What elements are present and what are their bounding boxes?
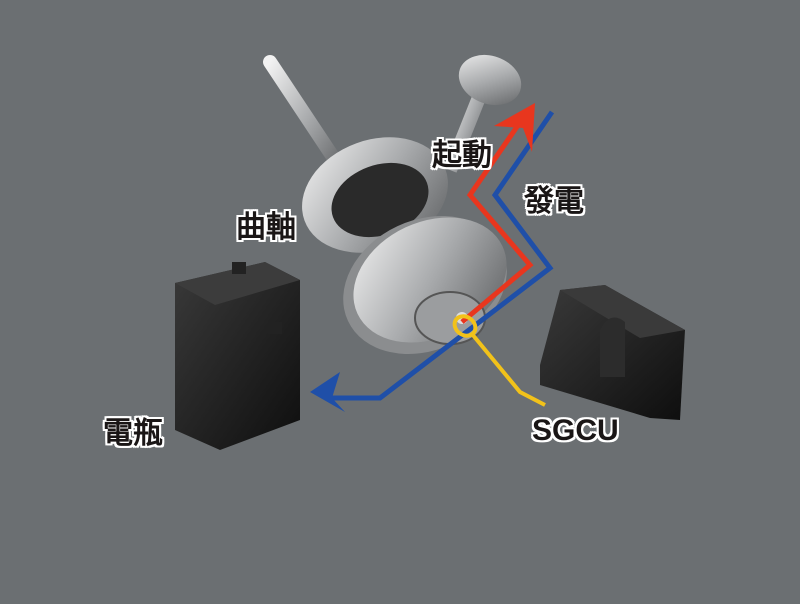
piston-image <box>443 54 522 173</box>
start-path-line <box>460 116 534 324</box>
generate-arrowhead <box>310 372 345 412</box>
sgcu-sensor-loop <box>452 314 478 338</box>
label-generate: 發電 <box>524 184 584 219</box>
start-arrowhead <box>494 103 535 152</box>
label-crankshaft: 曲軸 <box>236 210 296 245</box>
label-start: 起動 <box>432 138 492 173</box>
label-sgcu: SGCU <box>532 414 619 447</box>
battery-image <box>175 262 300 450</box>
label-battery: 電瓶 <box>103 416 163 451</box>
sgcu-lead-line <box>470 332 546 407</box>
sgcu-unit-image <box>540 285 685 420</box>
generate-path-line <box>330 110 555 401</box>
